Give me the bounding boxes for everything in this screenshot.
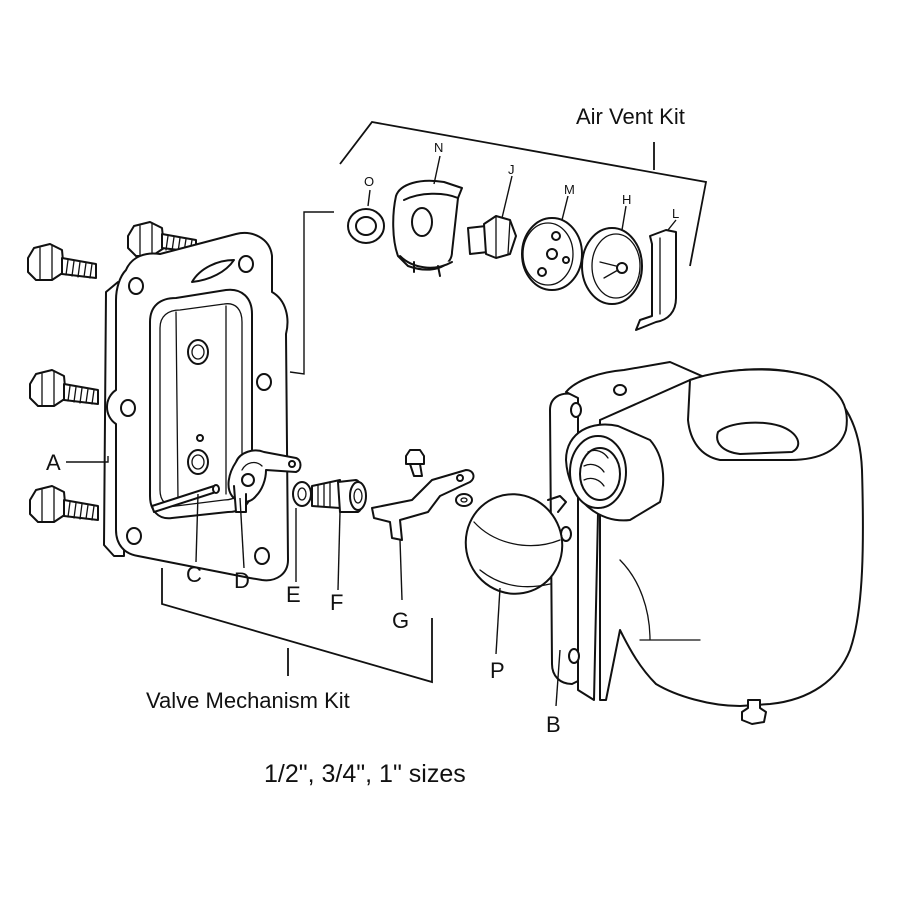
part-label-f: F (330, 590, 343, 615)
trap-body (549, 361, 864, 725)
float-bracket (371, 469, 475, 541)
part-label-o: O (364, 174, 374, 189)
part-label-h: H (622, 192, 631, 207)
bolt-middle-left (29, 369, 99, 407)
part-label-m: M (564, 182, 575, 197)
vent-capsule (581, 227, 643, 305)
part-label-p: P (490, 658, 505, 683)
bracket-screw (405, 449, 425, 477)
bolt-upper-left (27, 243, 97, 281)
cover-plate (103, 232, 289, 582)
air-vent-kit-bracket (339, 121, 708, 267)
vent-cage (392, 179, 463, 277)
valve-mechanism-kit-label: Valve Mechanism Kit (146, 688, 350, 713)
part-label-n: N (434, 140, 443, 155)
valve-kit-bracket (161, 568, 433, 684)
vent-plate (521, 217, 583, 291)
bolt-lower-left (29, 485, 99, 523)
part-label-g: G (392, 608, 409, 633)
air-vent-kit-label: Air Vent Kit (576, 104, 685, 129)
part-label-e: E (286, 582, 301, 607)
part-label-l: L (672, 206, 679, 221)
leader-lines (66, 155, 677, 707)
part-label-c: C (186, 562, 202, 587)
vent-nut (467, 215, 517, 259)
size-caption: 1/2", 3/4", 1" sizes (264, 760, 466, 788)
vent-washer (347, 208, 385, 244)
float-ball (464, 493, 567, 595)
pivot-pin (151, 484, 220, 513)
part-label-j: J (508, 162, 515, 177)
valve-seat (311, 479, 367, 513)
vent-clip (635, 229, 677, 331)
part-label-d: D (234, 568, 250, 593)
part-label-a: A (46, 450, 61, 475)
seat-washer (292, 481, 312, 507)
part-label-b: B (546, 712, 561, 737)
